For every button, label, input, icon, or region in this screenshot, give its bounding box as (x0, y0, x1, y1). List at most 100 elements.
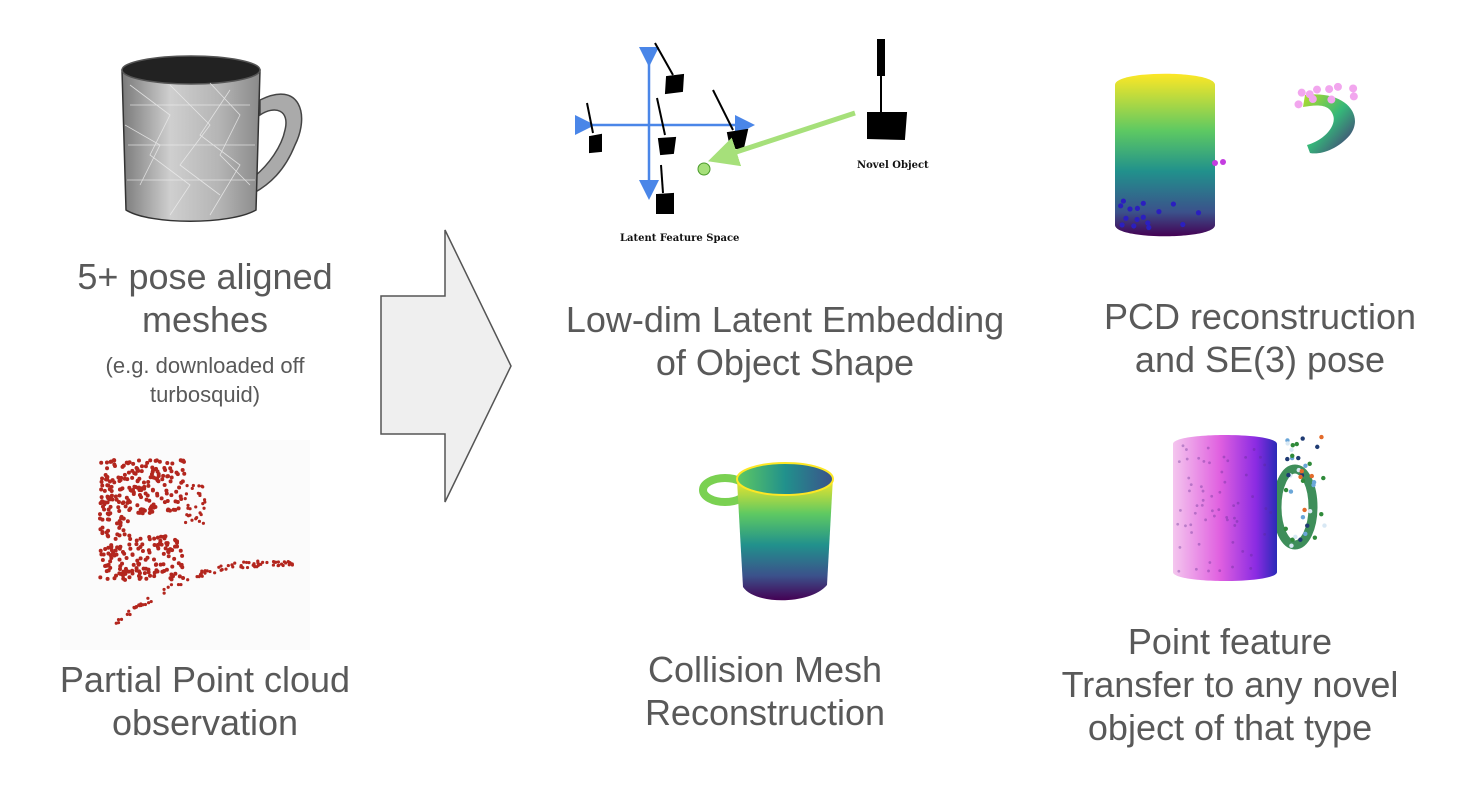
point (1286, 472, 1291, 478)
point (1120, 198, 1126, 204)
point (1294, 100, 1303, 109)
point (165, 474, 170, 479)
point (103, 472, 108, 477)
point (1200, 504, 1204, 507)
point (179, 582, 183, 587)
point (137, 561, 142, 566)
point (1190, 531, 1193, 534)
point (191, 483, 195, 488)
point (276, 560, 280, 564)
point (127, 609, 131, 613)
point (138, 536, 143, 541)
point (103, 546, 108, 551)
point (137, 510, 142, 515)
point (1204, 518, 1208, 522)
point (119, 617, 124, 621)
point (1232, 504, 1236, 508)
point (98, 575, 103, 580)
point (124, 556, 129, 561)
point (134, 605, 138, 609)
point (98, 548, 103, 553)
point (142, 571, 147, 576)
point (265, 560, 269, 565)
point (1222, 455, 1226, 459)
point (1184, 524, 1187, 528)
point (131, 562, 136, 567)
point (131, 461, 136, 466)
point (1189, 483, 1193, 487)
point (1302, 507, 1307, 513)
partial-pointcloud-icon (60, 440, 310, 650)
point (148, 458, 153, 463)
point (1283, 526, 1288, 532)
point (139, 507, 144, 512)
point (146, 570, 151, 575)
point (126, 470, 131, 475)
point (241, 566, 245, 570)
point (201, 521, 205, 525)
point (1263, 532, 1267, 536)
point (197, 484, 201, 488)
point (1197, 542, 1201, 546)
point (105, 533, 110, 538)
point (115, 532, 120, 537)
point (104, 530, 109, 535)
point (1293, 534, 1298, 539)
point (107, 479, 112, 484)
point (102, 488, 107, 493)
point (185, 513, 189, 517)
point (1333, 82, 1342, 91)
point (1189, 523, 1193, 527)
point (1312, 535, 1318, 540)
point (1194, 567, 1198, 571)
point (179, 563, 184, 568)
point (1195, 504, 1199, 508)
point (1313, 85, 1322, 94)
point (1207, 569, 1210, 573)
point (1231, 565, 1234, 569)
transfer-caption-line2: Transfer to any novel (1061, 664, 1399, 706)
point (242, 560, 246, 564)
pcd-recon-caption-line2: and SE(3) pose (1134, 339, 1386, 381)
point (1220, 159, 1226, 165)
point (1134, 216, 1140, 223)
point (219, 568, 223, 572)
point (202, 498, 207, 502)
point (140, 549, 145, 554)
point (139, 469, 144, 474)
point (1212, 514, 1216, 518)
point (1298, 537, 1303, 542)
point (176, 582, 181, 587)
point (1290, 537, 1295, 542)
point (1188, 489, 1191, 493)
point (1249, 566, 1253, 570)
point (172, 556, 177, 561)
point (146, 601, 151, 605)
point (109, 488, 114, 493)
point (121, 569, 126, 574)
point (175, 540, 180, 545)
point (144, 576, 149, 581)
point (1309, 446, 1314, 452)
point (153, 562, 158, 567)
point (134, 466, 139, 471)
point (194, 505, 198, 509)
point (156, 471, 161, 476)
point (1307, 461, 1312, 467)
point (135, 479, 140, 484)
point (128, 506, 133, 511)
point (199, 573, 203, 578)
point (1290, 442, 1295, 448)
point (159, 496, 164, 501)
point (1283, 487, 1289, 493)
mesh-caption-line1: 5+ pose aligned (77, 256, 333, 297)
point (138, 575, 143, 580)
point (1140, 214, 1146, 220)
point (155, 544, 160, 549)
point (119, 475, 124, 480)
point (1319, 511, 1324, 517)
point (119, 515, 124, 520)
point (1244, 456, 1248, 459)
point (190, 518, 194, 522)
point (113, 536, 118, 541)
